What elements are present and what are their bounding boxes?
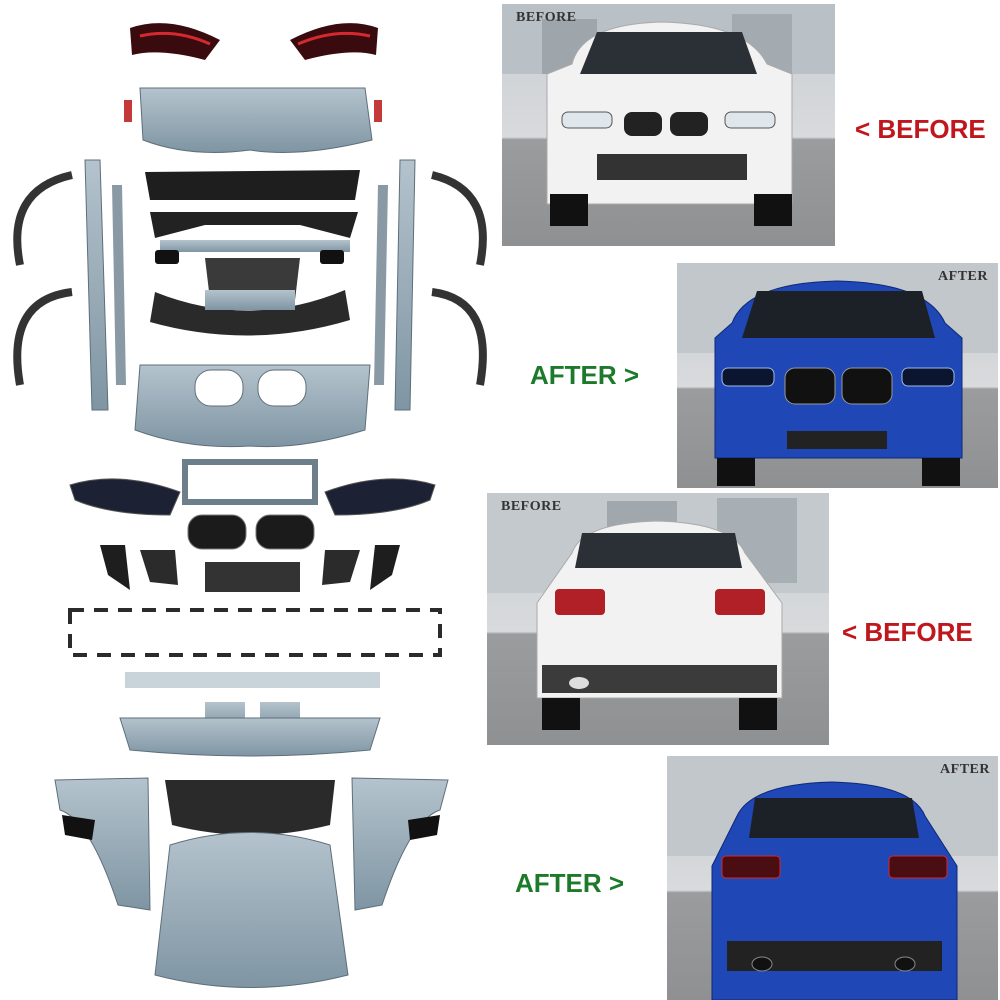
wheel-arch-trim-fl	[13, 288, 73, 386]
photo-tag: AFTER	[940, 762, 990, 777]
bumper-reinforcement	[125, 672, 380, 688]
underbody-shield	[165, 780, 335, 835]
tail-light-right	[290, 23, 378, 61]
exhaust-tip-left	[155, 250, 179, 264]
rear-lip	[160, 240, 350, 252]
photo-after-front: AFTER	[677, 263, 998, 488]
vent-left-outer	[100, 545, 130, 590]
rear-reflector-right	[374, 100, 382, 122]
front-splitter	[119, 717, 381, 757]
wheel-arch-trim-fr	[431, 288, 487, 386]
bumper-grille-opening-right	[257, 369, 307, 407]
kidney-grille	[187, 514, 315, 550]
car-rear-white	[487, 493, 829, 730]
headlight-left	[69, 478, 181, 516]
radiator-support	[182, 459, 318, 505]
car-front-white	[502, 4, 835, 226]
wheel-arch-trim-rl	[13, 171, 73, 266]
headlight-right	[324, 478, 436, 516]
before-caption: < BEFORE	[855, 114, 986, 144]
fender-left	[54, 777, 151, 911]
vent-right-inner	[322, 550, 360, 585]
hood	[154, 832, 349, 988]
bumper-grille-opening-left	[194, 369, 244, 407]
side-skirt-right	[394, 159, 416, 411]
rear-valance	[205, 258, 300, 300]
before-caption: < BEFORE	[842, 617, 973, 647]
photo-tag: BEFORE	[516, 10, 577, 25]
fender-vent-left	[62, 815, 95, 840]
vent-left-inner	[140, 550, 178, 585]
rear-reflector-left	[124, 100, 132, 122]
front-lip	[150, 290, 350, 336]
fender-vent-right	[408, 815, 440, 840]
side-skirt-right-inner	[374, 185, 388, 385]
vent-right-outer	[370, 545, 400, 590]
fender-right	[351, 777, 449, 911]
exhaust-tip-right	[320, 250, 344, 264]
side-skirt-left	[84, 159, 109, 411]
lower-mesh-grille	[205, 562, 300, 592]
bracket-plate	[205, 290, 295, 310]
rear-bumper	[139, 87, 373, 153]
car-rear-blue	[667, 756, 998, 1000]
photo-before-front: BEFORE	[502, 4, 835, 246]
rear-diffuser-lower	[150, 212, 358, 238]
after-caption: AFTER >	[530, 360, 640, 390]
side-skirt-left-inner	[112, 185, 126, 385]
car-front-blue	[677, 263, 998, 486]
wheel-arch-trim-rr	[430, 171, 487, 266]
body-kit-parts-illustration	[13, 23, 487, 988]
photo-tag: AFTER	[938, 269, 988, 284]
after-caption: AFTER >	[515, 868, 625, 898]
rear-diffuser-upper	[145, 170, 360, 200]
front-bumper	[134, 364, 371, 448]
tail-light-left	[130, 23, 220, 61]
photo-after-rear: AFTER	[667, 756, 998, 1000]
bumper-bracket-row	[68, 608, 442, 657]
photo-before-rear: BEFORE	[487, 493, 829, 745]
photo-tag: BEFORE	[501, 499, 562, 514]
